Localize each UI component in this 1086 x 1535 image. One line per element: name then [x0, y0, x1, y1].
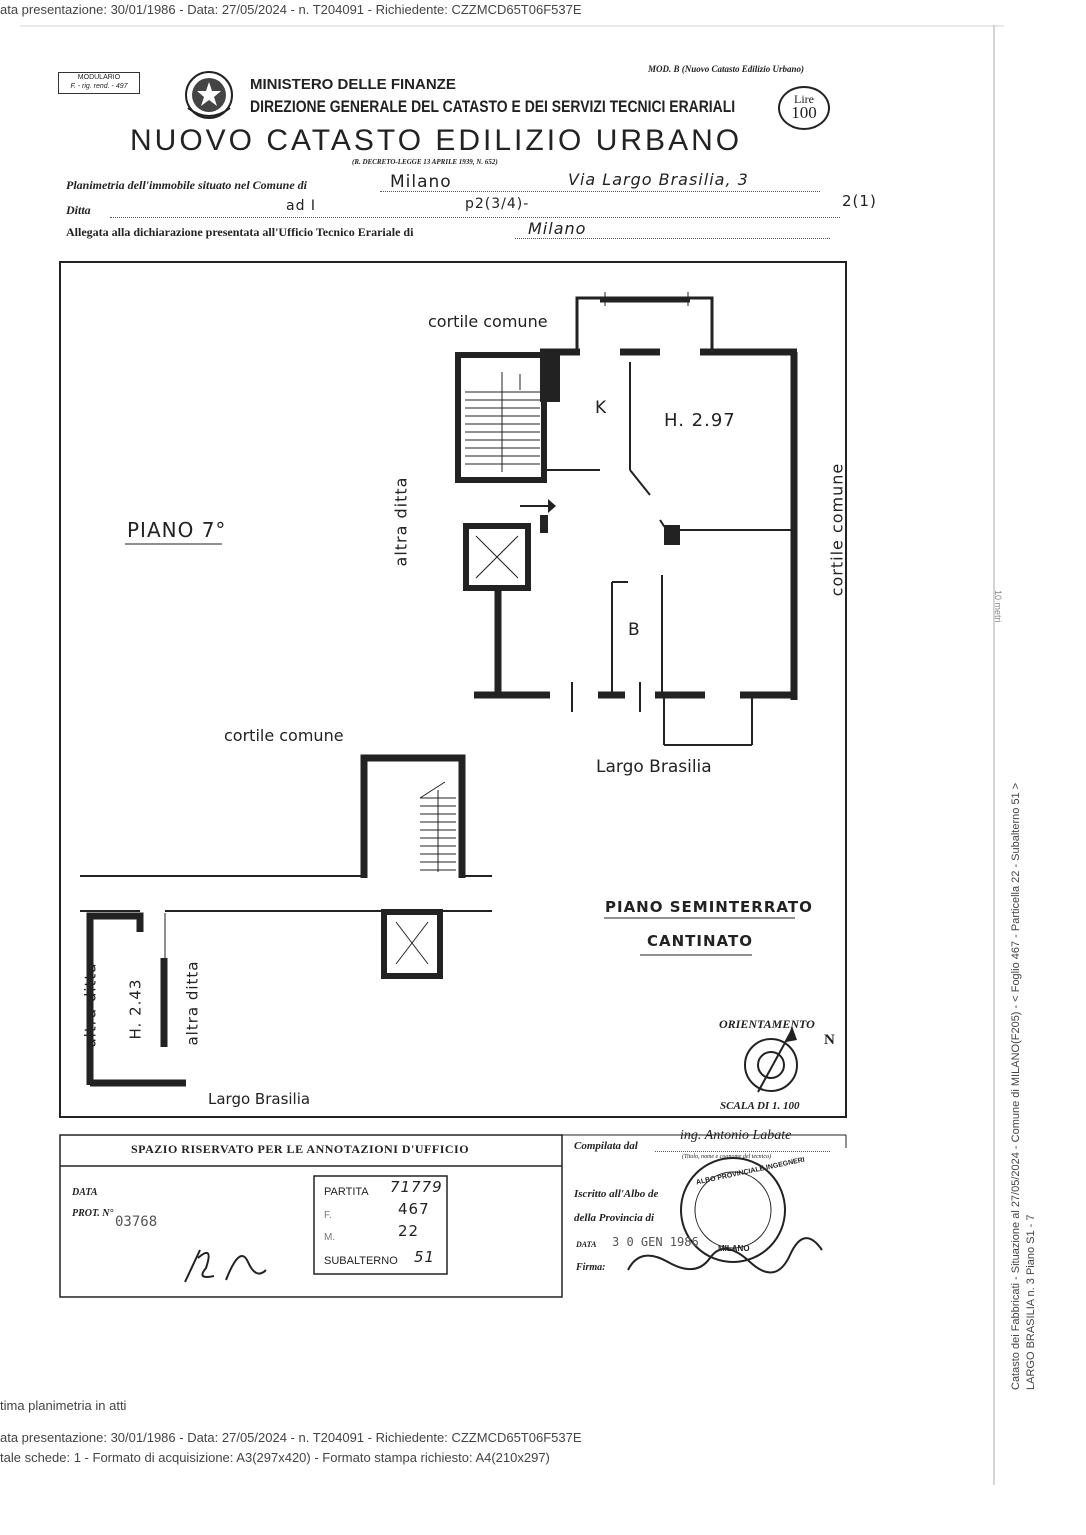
- largo-brasilia-top: Largo Brasilia: [596, 757, 712, 777]
- initials-scribble: [184, 1249, 267, 1283]
- footer-line-1: tima planimetria in atti: [0, 1398, 127, 1413]
- side-info-line-1: Catasto dei Fabbricati - Situazione al 2…: [1010, 782, 1022, 1390]
- room-height-label: H. 2.97: [664, 410, 736, 431]
- mappale-label: M.: [324, 1232, 336, 1243]
- basement-lift-shaft: [381, 909, 443, 979]
- partita-label: PARTITA: [324, 1186, 369, 1198]
- ufficio-line: [515, 237, 830, 239]
- bathroom-label: B: [628, 620, 641, 640]
- firma-signature: [627, 1237, 823, 1274]
- cortile-right-label: cortile comune: [827, 462, 847, 597]
- office-frame: [59, 1134, 563, 1298]
- compilata-note: (Titolo, nome e cognome del tecnico): [682, 1154, 771, 1160]
- office-data-label: DATA: [72, 1187, 98, 1198]
- ditta-line: [110, 216, 840, 218]
- direction-name: DIREZIONE GENERALE DEL CATASTO E DEI SER…: [250, 97, 736, 116]
- footer-line-2: ata presentazione: 30/01/1986 - Data: 27…: [0, 1430, 582, 1445]
- lire-label: Lire: [794, 92, 814, 106]
- largo-brasilia-bottom: Largo Brasilia: [208, 1090, 311, 1108]
- document-title: NUOVO CATASTO EDILIZIO URBANO: [130, 124, 743, 157]
- foglio-value: 467: [398, 1200, 430, 1218]
- seminterrato-label: PIANO SEMINTERRATO: [605, 898, 813, 916]
- altra-ditta-left-label: altra ditta: [81, 962, 100, 1048]
- data2-label: DATA: [576, 1240, 597, 1249]
- cortile-mid-label: cortile comune: [224, 726, 344, 745]
- footer-line-3: tale schede: 1 - Formato di acquisizione…: [0, 1450, 550, 1465]
- subalterno-value: 51: [414, 1248, 436, 1266]
- comune-line: [380, 190, 820, 192]
- cantinato-label: CANTINATO: [647, 932, 753, 950]
- prot-label: PROT. N°: [72, 1208, 114, 1219]
- piano-label: PIANO 7°: [127, 518, 227, 542]
- republic-emblem-icon: [185, 71, 233, 119]
- scale-label: SCALA DI 1. 100: [720, 1100, 800, 1112]
- lift-shaft: [463, 523, 531, 591]
- compilata-value: ing. Antonio Labate: [680, 1128, 792, 1143]
- altra-ditta-label: altra ditta: [391, 476, 411, 567]
- modulario-label: MODULARIO: [77, 74, 121, 81]
- ditta-label: Ditta: [66, 203, 91, 217]
- provincia-label: della Provincia di: [574, 1212, 655, 1224]
- ufficio-value: Milano: [528, 219, 587, 238]
- prot-value: 03768: [115, 1214, 158, 1230]
- foglio-label: F.: [324, 1210, 332, 1221]
- partita-box: [313, 1175, 448, 1275]
- north-label: N: [824, 1032, 835, 1048]
- stair-steps: [465, 372, 540, 472]
- professional-seal-icon: [680, 1157, 786, 1263]
- cortile-top-label: cortile comune: [428, 312, 548, 331]
- mappale-value: 22: [398, 1222, 420, 1240]
- ministry-name: MINISTERO DELLE FINANZE: [250, 76, 456, 93]
- side-info-line-2: LARGO BRASILIA n. 3 Piano S1 - 7: [1025, 1214, 1037, 1390]
- kitchen-label: K: [595, 398, 608, 418]
- model-label: MOD. B (Nuovo Catasto Edilizio Urbano): [648, 64, 805, 74]
- seal-city: MILANO: [718, 1244, 750, 1253]
- cellar-height-label: H. 2.43: [126, 978, 145, 1040]
- apartment-walls: [474, 348, 798, 700]
- ditta-value: ad I: [286, 198, 317, 214]
- basement-stair-well: [360, 754, 466, 878]
- lire-value: 100: [791, 103, 817, 122]
- top-stamp: ata presentazione: 30/01/1986 - Data: 27…: [0, 2, 582, 17]
- subalterno-label: SUBALTERNO: [324, 1255, 398, 1267]
- firma-label: Firma:: [576, 1262, 606, 1273]
- via-value: Via Largo Brasilia, 3: [568, 170, 749, 189]
- modulario-box: MODULARIO F. - rig. rend. - 497: [58, 72, 140, 94]
- modulario-code: F. - rig. rend. - 497: [70, 83, 128, 90]
- compilata-label: Compilata dal: [574, 1140, 638, 1152]
- note-code: 2(1): [842, 192, 877, 210]
- office-space-title: SPAZIO RISERVATO PER LE ANNOTAZIONI D'UF…: [131, 1142, 470, 1156]
- planimetria-label: Planimetria dell'immobile situato nel Co…: [66, 178, 308, 192]
- orientamento-label: ORIENTAMENTO: [719, 1017, 815, 1031]
- side-scale-mark: 10 metri: [993, 590, 1003, 623]
- altra-ditta-right-label: altra ditta: [183, 960, 202, 1046]
- compilata-line: [655, 1150, 830, 1152]
- comune-value: Milano: [390, 172, 452, 192]
- basement-walls: [80, 875, 492, 912]
- stair-well: [455, 352, 547, 483]
- decree-reference: (R. DECRETO-LEGGE 13 APRILE 1939, N. 652…: [352, 158, 498, 166]
- allegata-label: Allegata alla dichiarazione presentata a…: [66, 225, 414, 239]
- piano-code: p2(3/4)-: [465, 196, 530, 212]
- iscritto-label: Iscritto all'Albo de: [574, 1188, 659, 1200]
- compass-icon: [744, 1026, 798, 1093]
- data2-value: 3 0 GEN 1986: [612, 1235, 699, 1249]
- balcony: [575, 296, 714, 352]
- lire-stamp: Lire 100: [778, 86, 830, 130]
- partita-value: 71779: [390, 1178, 443, 1196]
- plan-frame: [59, 261, 847, 1118]
